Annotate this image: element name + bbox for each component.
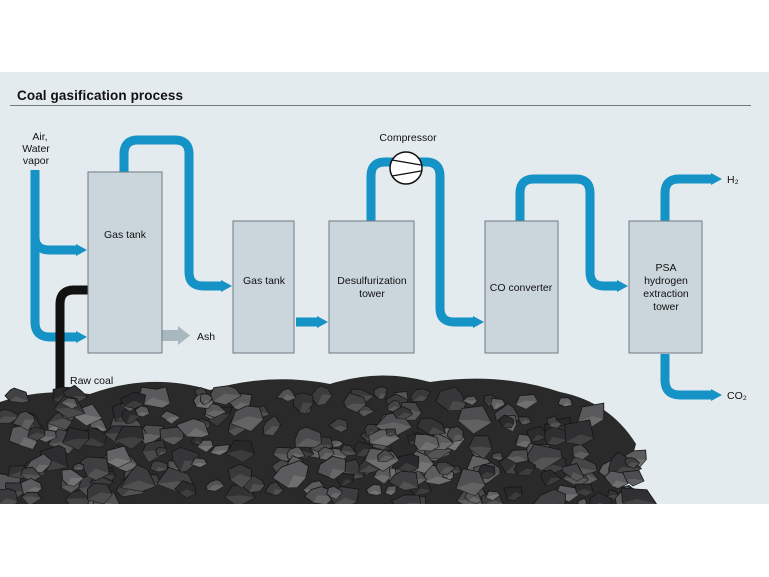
pipe-psa-to-h2 bbox=[660, 174, 711, 221]
raw-coal-label: Raw coal bbox=[70, 375, 113, 387]
diagram-title: Coal gasification process bbox=[17, 88, 184, 103]
ash-label: Ash bbox=[197, 331, 215, 343]
arrow-air-lower bbox=[76, 331, 87, 343]
diagram-panel: Coal gasification process bbox=[0, 72, 769, 504]
gas-tank-1-box bbox=[87, 171, 163, 354]
ash-arrow bbox=[162, 326, 190, 345]
psa-label-line3: extraction bbox=[643, 288, 689, 300]
arrow-air-upper bbox=[76, 244, 87, 256]
process-diagram: Air, Water vapor Gas tank Gas tank Desul… bbox=[0, 131, 747, 504]
raw-coal-pipe bbox=[55, 285, 88, 392]
air-label-line3: vapor bbox=[23, 155, 50, 167]
arrow-into-gastank2 bbox=[221, 280, 232, 292]
co-converter-box bbox=[484, 220, 559, 354]
arrow-h2 bbox=[711, 173, 722, 185]
psa-label-line2: hydrogen bbox=[644, 275, 688, 287]
pipe-converter-to-psa bbox=[515, 174, 617, 291]
compressor-label: Compressor bbox=[379, 132, 437, 144]
psa-tower-box bbox=[628, 220, 703, 354]
process-units bbox=[87, 171, 703, 354]
pipe-air-branch bbox=[30, 236, 76, 255]
desulf-label-line1: Desulfurization bbox=[337, 275, 407, 287]
gas-tank-2-label: Gas tank bbox=[243, 275, 286, 287]
pipes bbox=[30, 135, 711, 400]
h2-label: H₂ bbox=[727, 174, 739, 186]
arrow-into-psa bbox=[617, 280, 628, 292]
pipe-psa-to-co2 bbox=[660, 354, 711, 400]
desulf-label-line2: tower bbox=[359, 288, 385, 300]
arrow-into-desulf bbox=[317, 316, 328, 328]
psa-label-line1: PSA bbox=[655, 262, 676, 274]
air-label-line2: Water bbox=[22, 143, 50, 155]
psa-label-line4: tower bbox=[653, 301, 679, 313]
pipe-desulf-to-converter bbox=[366, 157, 473, 327]
coal-pile-image bbox=[0, 375, 657, 504]
arrow-co2 bbox=[711, 389, 722, 401]
air-label-line1: Air, bbox=[32, 131, 47, 143]
compressor-icon bbox=[389, 151, 423, 185]
pipe-arrowheads bbox=[76, 173, 722, 401]
co-converter-label: CO converter bbox=[490, 282, 553, 294]
title-divider bbox=[10, 105, 751, 106]
co2-label: CO₂ bbox=[727, 390, 747, 402]
pipe-air-inlet bbox=[30, 170, 76, 342]
gas-tank-1-label: Gas tank bbox=[104, 229, 147, 241]
desulf-tower-box bbox=[328, 220, 415, 354]
arrow-into-converter bbox=[473, 316, 484, 328]
gas-tank-2-box bbox=[232, 220, 295, 354]
pipe-gastank1-to-gastank2 bbox=[119, 135, 221, 291]
